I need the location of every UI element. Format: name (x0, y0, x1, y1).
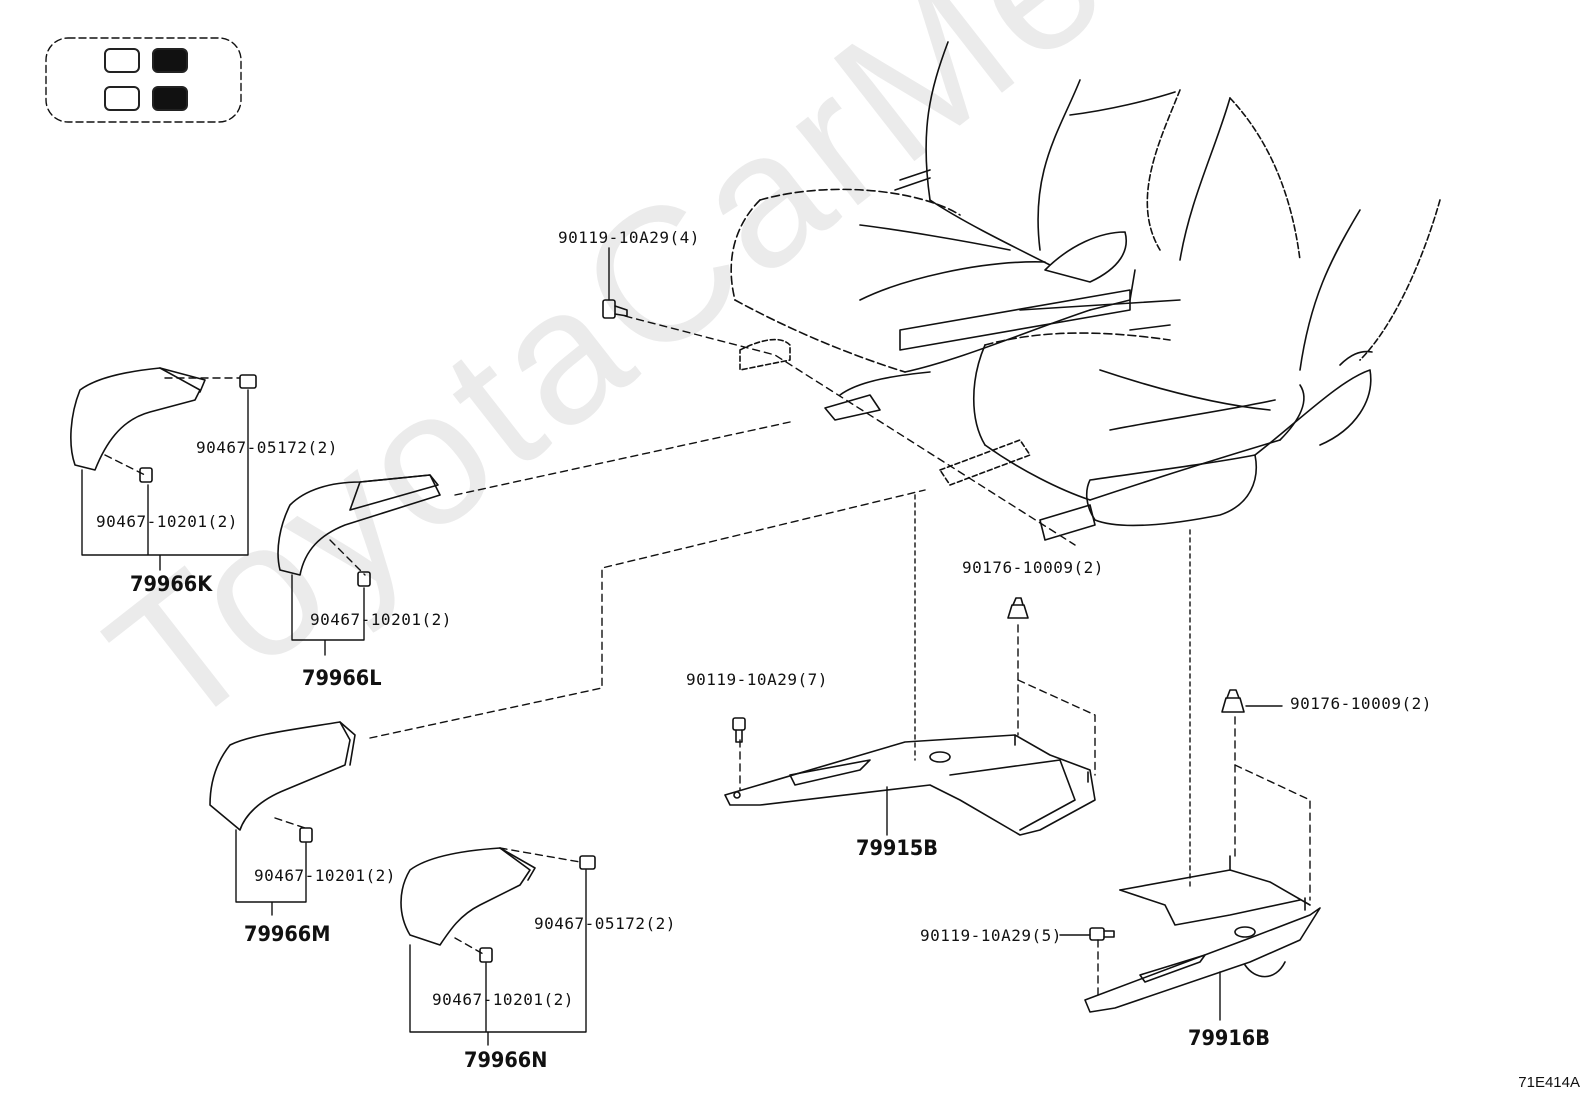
legend-swatch-1 (104, 48, 140, 73)
group-label-79966l[interactable]: 79966L (302, 666, 382, 690)
group-label-79966n[interactable]: 79966N (464, 1048, 548, 1072)
part-label-clip-10201-k[interactable]: 90467-10201(2) (96, 512, 238, 531)
bolt-7-icon (732, 717, 746, 743)
part-label-clip-10201-n[interactable]: 90467-10201(2) (432, 990, 574, 1009)
cover-79966m (209, 721, 356, 843)
part-label-clip-05172-b[interactable]: 90467-05172(2) (534, 914, 676, 933)
group-label-79966k[interactable]: 79966K (130, 572, 213, 596)
part-label-clip-05172-a[interactable]: 90467-05172(2) (196, 438, 338, 457)
part-label-bolt-7[interactable]: 90119-10A29(7) (686, 670, 828, 689)
group-label-79916b[interactable]: 79916B (1188, 1026, 1270, 1050)
part-label-bolt-5[interactable]: 90119-10A29(5) (920, 926, 1062, 945)
legend-frame (45, 37, 242, 123)
part-label-nut-a[interactable]: 90176-10009(2) (962, 558, 1104, 577)
bolt-5-icon (1089, 927, 1115, 941)
seat-left (730, 41, 1181, 421)
part-label-clip-10201-l[interactable]: 90467-10201(2) (310, 610, 452, 629)
legend-swatch-2 (152, 48, 188, 73)
part-label-nut-b[interactable]: 90176-10009(2) (1290, 694, 1432, 713)
cover-79966k (70, 367, 257, 483)
nut-a-icon (1007, 597, 1029, 619)
bracket-79916b (1084, 855, 1321, 1013)
group-label-79966m[interactable]: 79966M (244, 922, 331, 946)
cover-79966l (277, 474, 441, 587)
part-label-bolt-4[interactable]: 90119-10A29(4) (558, 228, 700, 247)
bolt-4-icon (602, 299, 628, 319)
legend-swatch-4 (152, 86, 188, 111)
leader-lines (104, 315, 1311, 1001)
bracket-79915b (724, 734, 1096, 836)
diagram-code: 71E414A (1518, 1074, 1580, 1091)
legend-swatch-3 (104, 86, 140, 111)
nut-b-icon (1221, 689, 1245, 713)
part-label-clip-10201-m[interactable]: 90467-10201(2) (254, 866, 396, 885)
group-label-79915b[interactable]: 79915B (856, 836, 938, 860)
seat-right (939, 97, 1441, 541)
cover-79966n (400, 847, 596, 963)
